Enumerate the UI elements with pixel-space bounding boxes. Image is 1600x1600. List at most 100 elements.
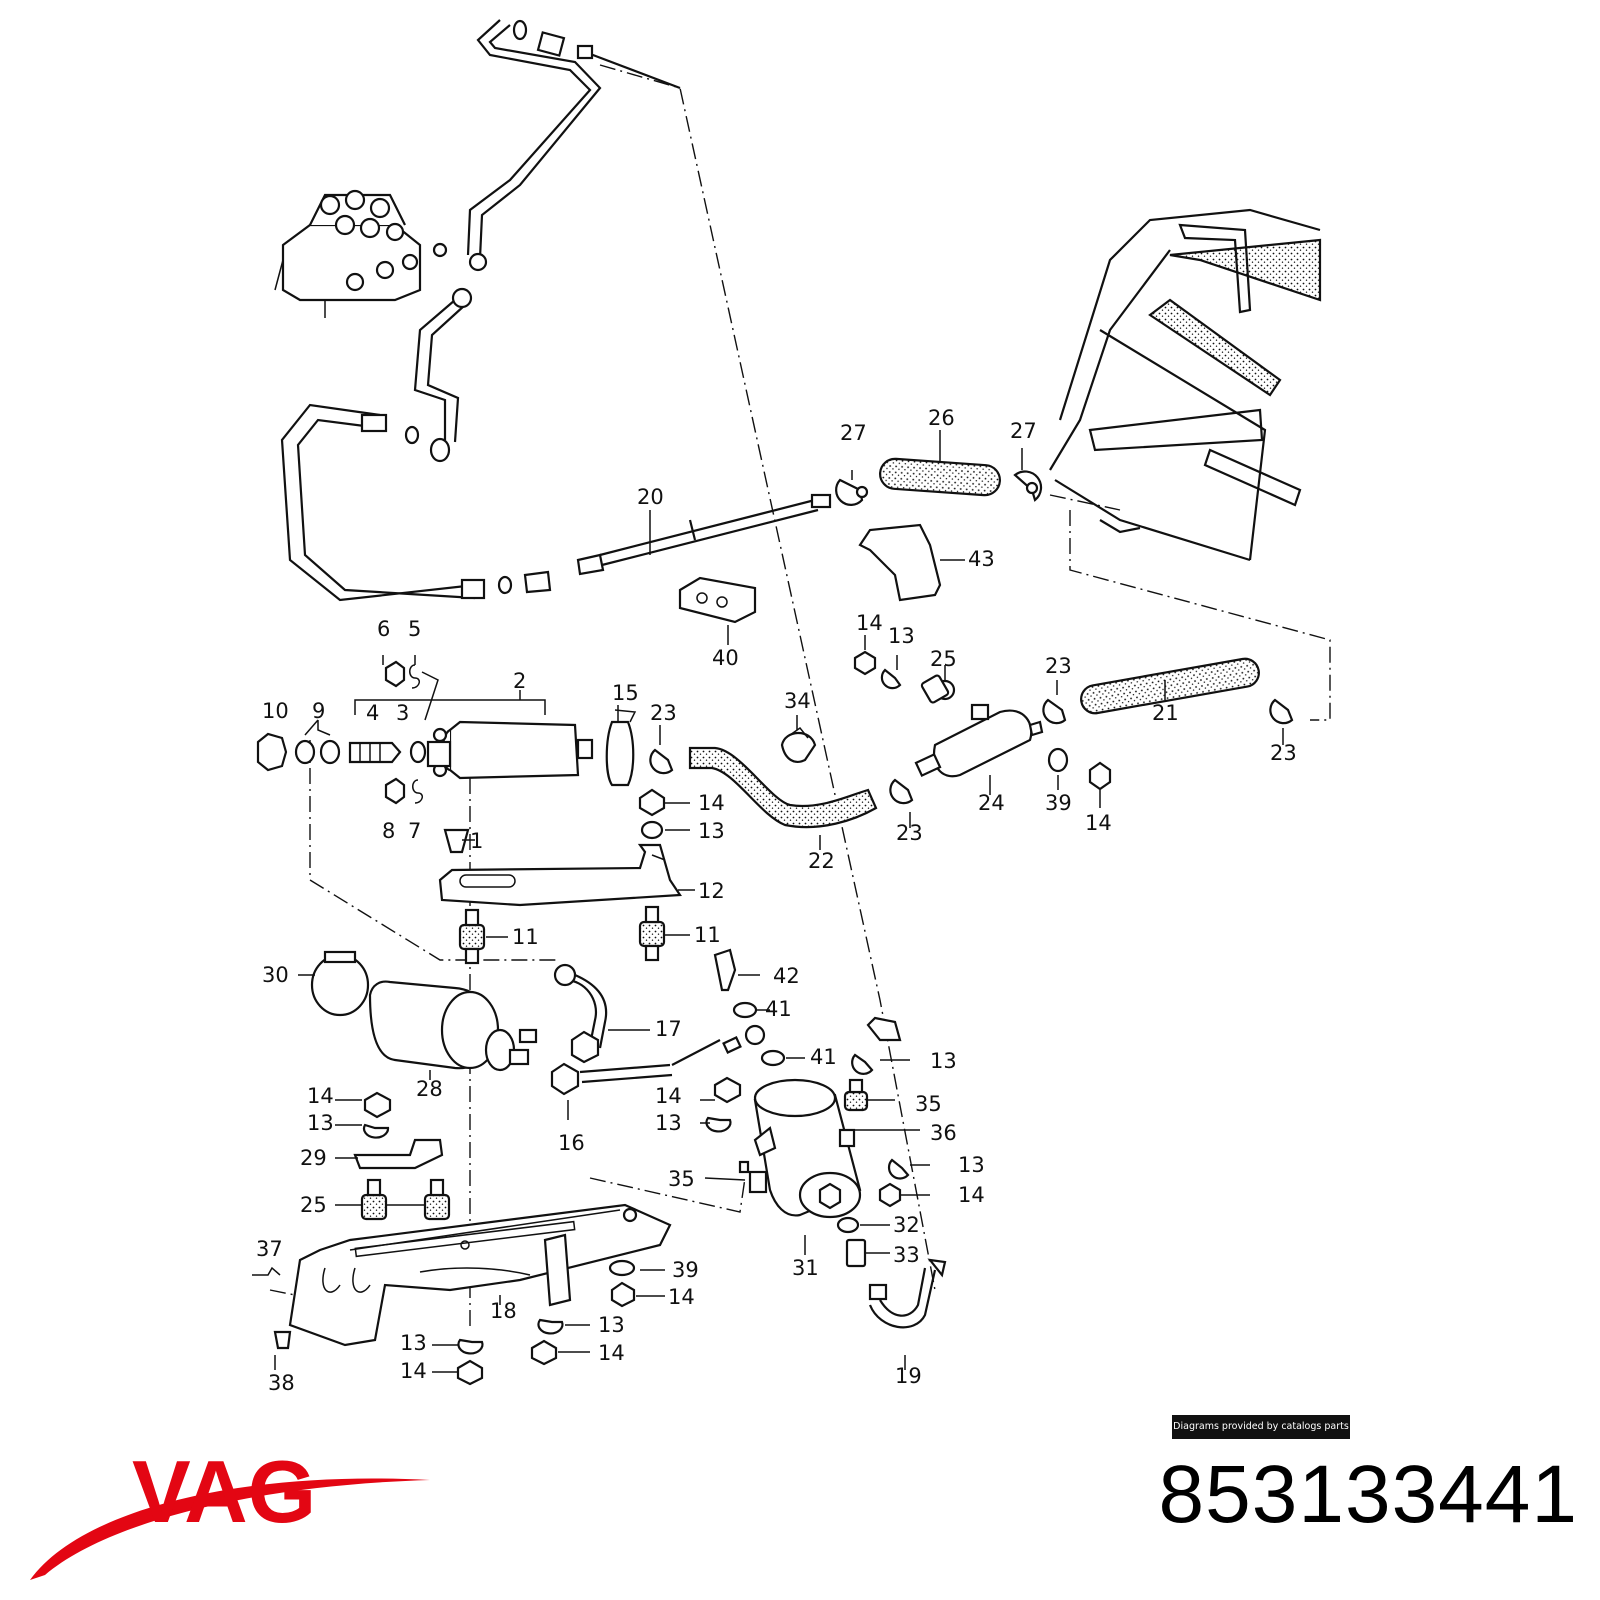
callout-label: 39: [1045, 791, 1072, 815]
callout-label: 17: [655, 1017, 682, 1041]
callout-labels: 1 2 3 4 5 6 7 8 9 10 11 11 12 13 13 13 1…: [256, 406, 1297, 1395]
part-number: 853133441: [1158, 1449, 1578, 1540]
callout-label: 5: [408, 617, 421, 641]
logo-swoosh: [30, 1478, 430, 1580]
callout-label: 37: [256, 1237, 283, 1261]
mounting-plate-18: [288, 1203, 672, 1347]
callout-label: 24: [978, 791, 1005, 815]
callout-label: 33: [893, 1243, 920, 1267]
callout-label: 13: [307, 1111, 334, 1135]
pump-28: [310, 950, 538, 1072]
callout-label: 14: [698, 791, 725, 815]
callout-label: 35: [668, 1167, 695, 1191]
callout-label: 25: [930, 647, 957, 671]
callout-label: 38: [268, 1371, 295, 1395]
clamp-34: [780, 726, 817, 763]
callout-label: 20: [637, 485, 664, 509]
parts-bottom: [252, 1259, 636, 1386]
brand-logo: VAG: [30, 1442, 430, 1580]
callout-label: 13: [400, 1331, 427, 1355]
callout-label: 9: [312, 699, 325, 723]
callout-label: 10: [262, 699, 289, 723]
callout-label: 13: [698, 819, 725, 843]
callout-label: 13: [655, 1111, 682, 1135]
callout-label: 3: [396, 701, 409, 725]
callout-label: 34: [784, 689, 811, 713]
fuel-pipe-20: [599, 493, 832, 567]
callout-label: 23: [1045, 654, 1072, 678]
callout-label: 14: [655, 1084, 682, 1108]
hose-26-assembly: [835, 457, 1043, 506]
callout-label: 12: [698, 879, 725, 903]
callout-label: 11: [512, 925, 539, 949]
banjo-fittings: [713, 948, 786, 1067]
callout-label: 25: [300, 1193, 327, 1217]
brand-name: VAG: [132, 1442, 316, 1541]
callout-label: 14: [307, 1084, 334, 1108]
callout-label: 21: [1152, 701, 1179, 725]
fuel-distributor: [274, 189, 448, 318]
leader-lines: [274, 430, 1284, 1373]
callout-label: 23: [650, 701, 677, 725]
callout-label: 32: [893, 1213, 920, 1237]
callout-label: 36: [930, 1121, 957, 1145]
callout-label: 14: [598, 1341, 625, 1365]
callout-label: 13: [888, 624, 915, 648]
callout-label: 31: [792, 1256, 819, 1280]
callout-label: 16: [558, 1131, 585, 1155]
callout-label: 11: [694, 923, 721, 947]
clip-block-40: [678, 576, 757, 624]
callout-label: 13: [598, 1313, 625, 1337]
hoses-16-17: [550, 963, 721, 1096]
callout-label: 14: [668, 1285, 695, 1309]
callout-label: 41: [765, 997, 792, 1021]
hoses-21-22: [688, 657, 1260, 829]
mounts-11: [458, 905, 666, 965]
callout-label: 27: [1010, 419, 1037, 443]
callout-label: 35: [915, 1092, 942, 1116]
nuts-washers-center: [443, 788, 666, 854]
callout-label: 14: [856, 611, 883, 635]
callout-label: 13: [930, 1049, 957, 1073]
pump-assembly-2: [256, 660, 594, 805]
callout-label: 1: [470, 829, 483, 853]
callout-label: 13: [958, 1153, 985, 1177]
callout-label: 19: [895, 1364, 922, 1388]
callout-label: 27: [840, 421, 867, 445]
bracket-12: [438, 843, 682, 907]
callout-label: 4: [366, 701, 379, 725]
callout-label: 39: [672, 1258, 699, 1282]
callout-label: 2: [513, 669, 526, 693]
callout-label: 14: [1085, 811, 1112, 835]
callout-label: 15: [612, 681, 639, 705]
callout-label: 8: [382, 819, 395, 843]
callout-label: 40: [712, 646, 739, 670]
callout-label: 28: [416, 1077, 443, 1101]
parts-left-lower: [353, 1076, 742, 1221]
parts-35-36-13-14: [836, 1016, 947, 1329]
fuel-tank-body: [1049, 208, 1322, 562]
callout-label: 26: [928, 406, 955, 430]
credit-badge: Diagrams provided by catalogs parts: [1172, 1415, 1350, 1439]
callout-label: 23: [1270, 741, 1297, 765]
callout-label: 22: [808, 849, 835, 873]
callout-label: 14: [400, 1359, 427, 1383]
clamps-23: [649, 698, 1294, 805]
bracket-43: [858, 523, 942, 602]
callout-label: 23: [896, 821, 923, 845]
fuel-filter-31: [738, 1078, 862, 1219]
callout-label: 29: [300, 1146, 327, 1170]
callout-label: 41: [810, 1045, 837, 1069]
callout-label: 14: [958, 1183, 985, 1207]
callout-label: 6: [377, 617, 390, 641]
clamp-15: [605, 709, 637, 787]
fuel-filter-24: [914, 674, 1044, 778]
callout-label: 42: [773, 964, 800, 988]
callout-label: 18: [490, 1299, 517, 1323]
fuel-lines-upper: [280, 19, 681, 602]
nuts-washers-right: [853, 650, 1112, 791]
callout-label: 43: [968, 547, 995, 571]
callout-label: 30: [262, 963, 289, 987]
callout-label: 7: [408, 819, 421, 843]
